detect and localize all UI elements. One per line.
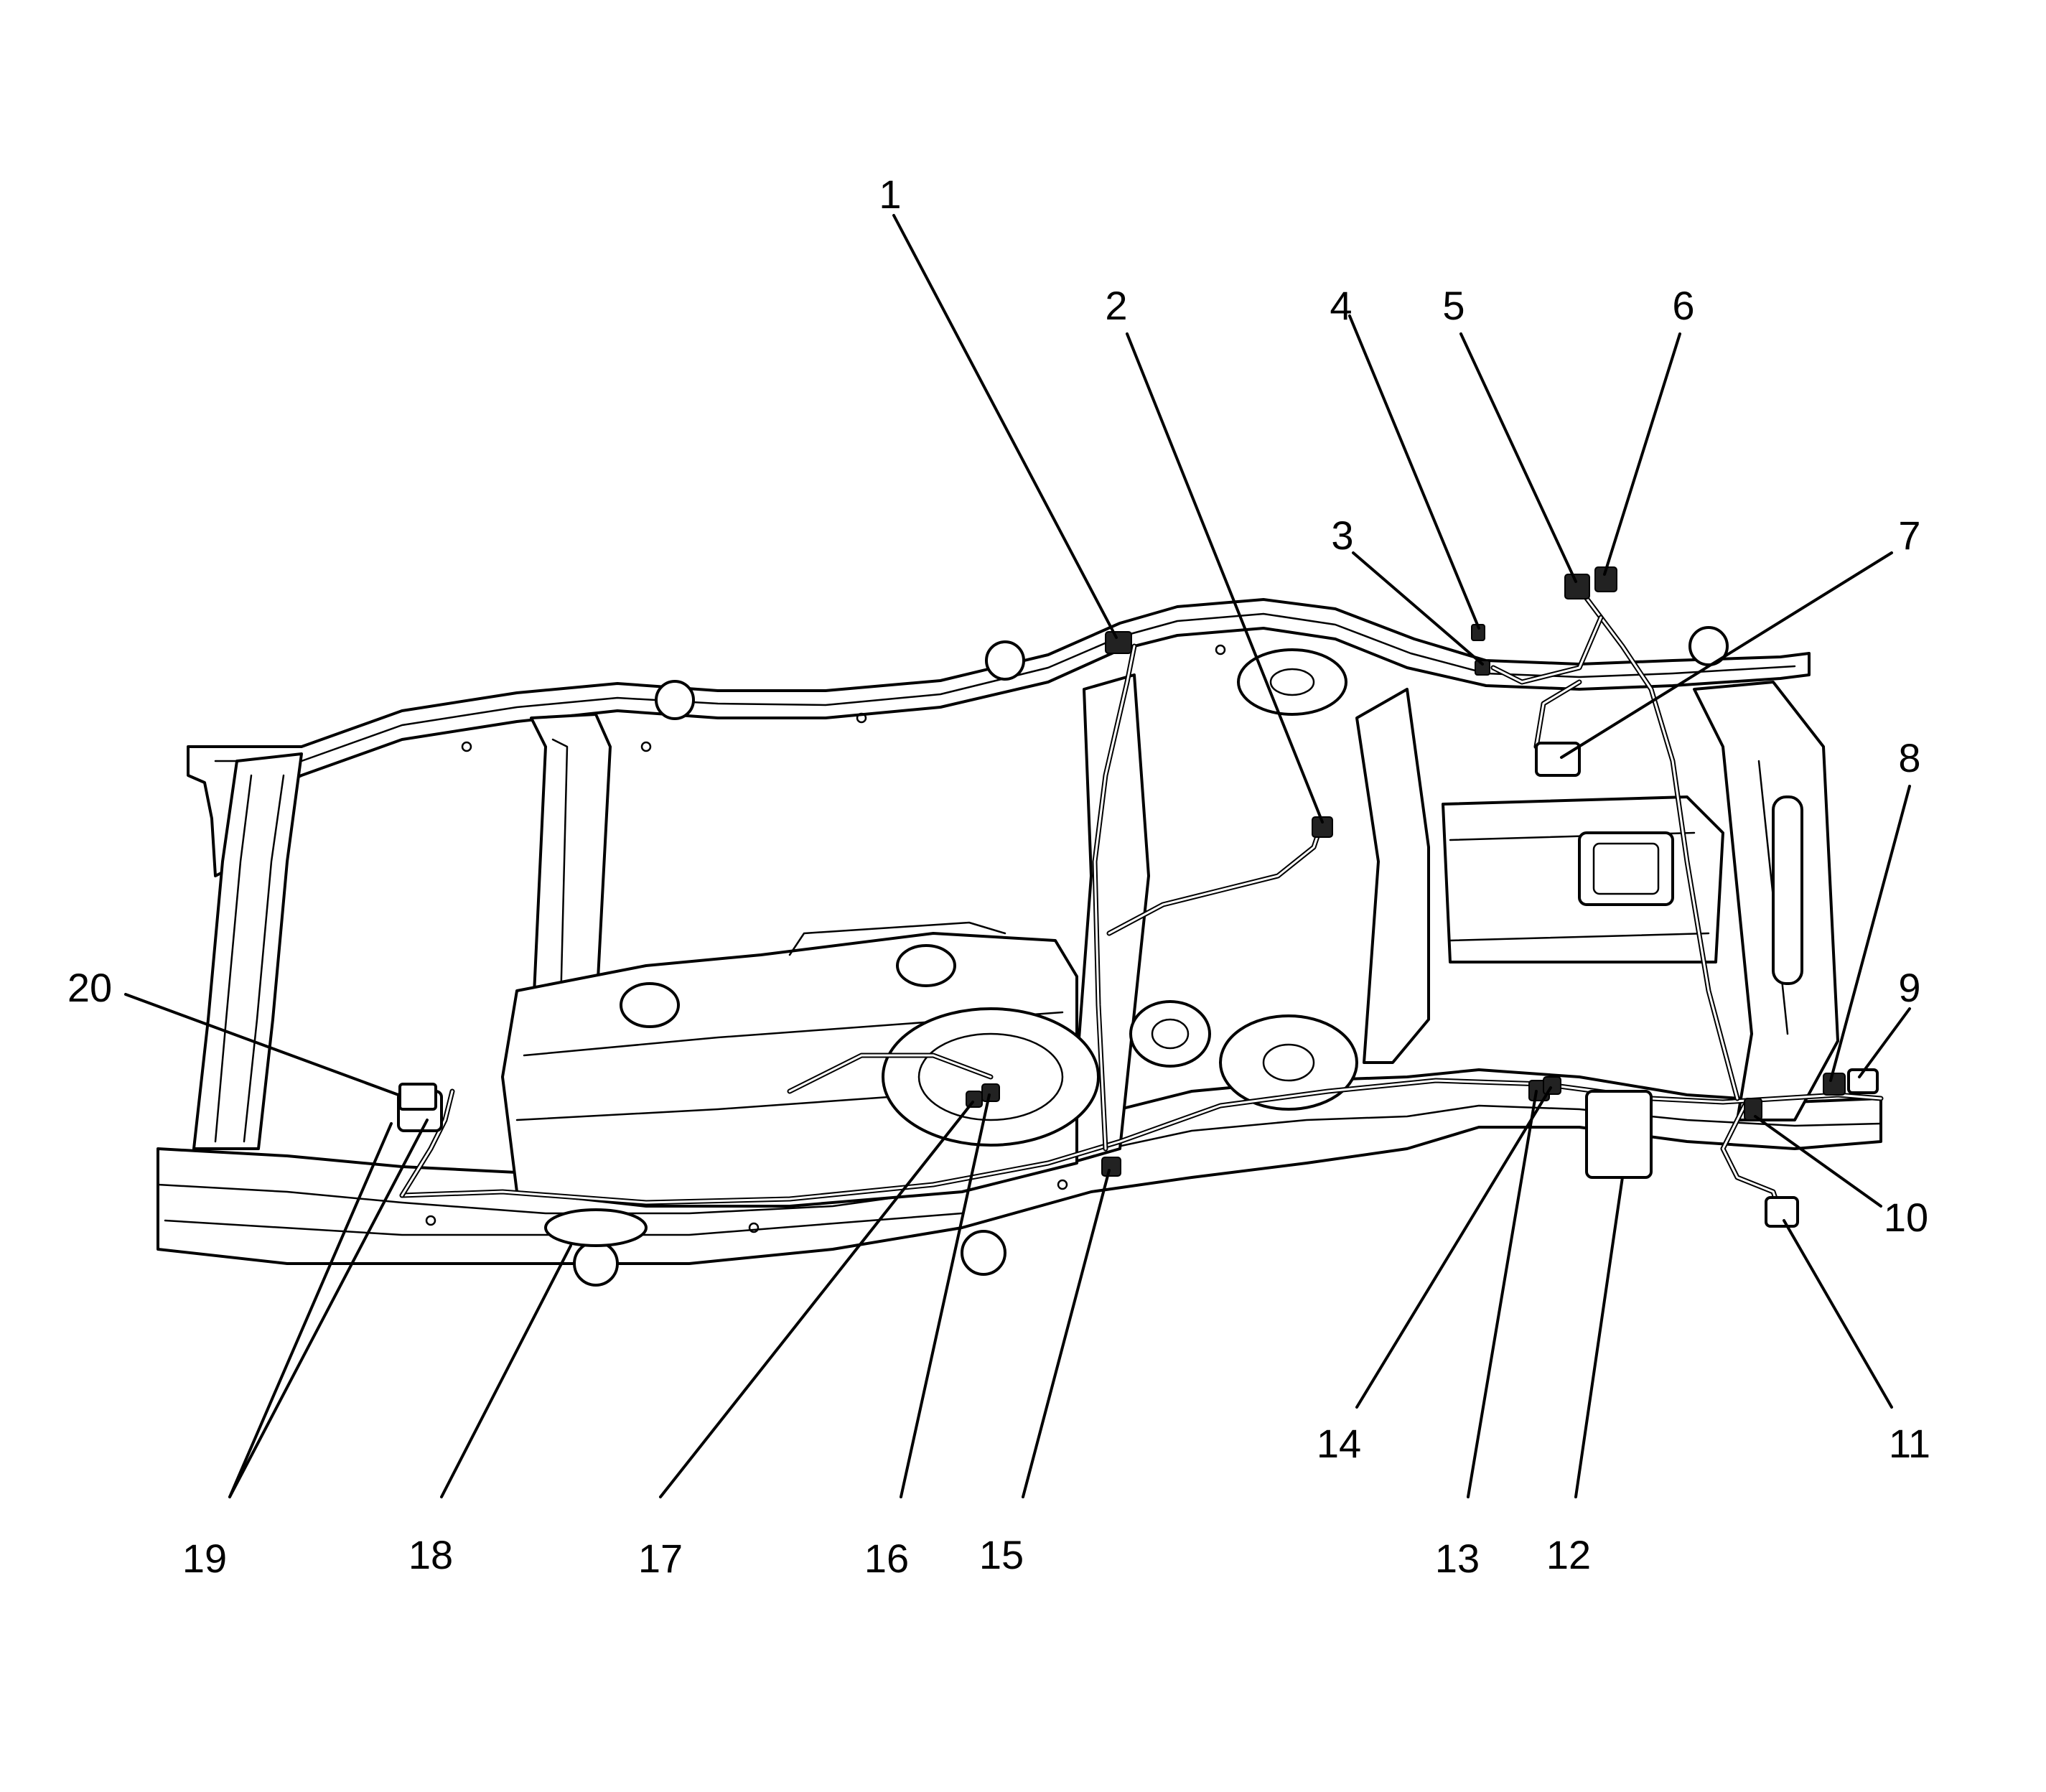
harness-components — [397, 566, 1879, 1228]
connector-7 — [1535, 742, 1581, 777]
callout-17: 17 — [638, 1536, 683, 1581]
callout-5: 5 — [1442, 283, 1465, 328]
connector-2 — [1312, 816, 1333, 838]
callout-20: 20 — [67, 965, 112, 1010]
leader-15 — [1022, 1169, 1111, 1498]
module-12 — [1585, 1090, 1653, 1179]
leader-7 — [1560, 551, 1893, 759]
connector-1 — [1105, 631, 1132, 654]
callout-8: 8 — [1898, 735, 1920, 780]
leader-18 — [440, 1244, 572, 1498]
connector-5 — [1564, 574, 1590, 599]
connector-10 — [1744, 1098, 1762, 1121]
connector-8 — [1823, 1073, 1846, 1096]
callout-9: 9 — [1898, 965, 1920, 1010]
leader-3 — [1352, 551, 1484, 666]
leader-14 — [1355, 1086, 1552, 1409]
callout-labels: 1 2 3 4 5 6 7 8 9 10 11 12 13 14 15 16 1… — [67, 172, 1930, 1581]
leader-1 — [892, 214, 1118, 639]
callout-4: 4 — [1330, 283, 1352, 328]
leader-6 — [1603, 332, 1681, 576]
leader-8 — [1829, 785, 1911, 1082]
leader-9 — [1858, 1007, 1911, 1078]
callout-1: 1 — [879, 172, 901, 217]
fuel-tank — [501, 921, 1100, 1208]
connector-17 — [966, 1091, 983, 1108]
callout-14: 14 — [1317, 1421, 1361, 1466]
connector-3 — [1475, 660, 1490, 676]
component-20 — [398, 1083, 437, 1111]
callout-10: 10 — [1884, 1195, 1928, 1240]
leader-5 — [1459, 332, 1577, 583]
callout-18: 18 — [408, 1532, 453, 1577]
leader-19a — [228, 1122, 393, 1498]
callout-2: 2 — [1105, 283, 1127, 328]
callout-3: 3 — [1331, 513, 1353, 558]
leader-19b — [228, 1119, 429, 1498]
leader-13 — [1467, 1090, 1538, 1498]
connector-15 — [1101, 1157, 1121, 1177]
leader-12 — [1574, 1176, 1624, 1498]
leader-11 — [1783, 1219, 1893, 1409]
leader-10 — [1754, 1115, 1882, 1208]
callout-7: 7 — [1898, 513, 1920, 558]
leader-17 — [659, 1101, 974, 1498]
leader-20 — [124, 993, 400, 1096]
callout-15: 15 — [979, 1532, 1024, 1577]
connector-16 — [981, 1083, 1000, 1102]
connector-14 — [1543, 1076, 1561, 1095]
leader-4 — [1348, 314, 1480, 630]
leader-lines — [124, 214, 1911, 1498]
leader-16 — [900, 1093, 991, 1498]
callout-13: 13 — [1435, 1536, 1480, 1581]
callout-11: 11 — [1889, 1421, 1930, 1466]
leader-2 — [1126, 332, 1324, 823]
callout-19: 19 — [182, 1536, 227, 1581]
callout-16: 16 — [864, 1536, 909, 1581]
callout-12: 12 — [1546, 1532, 1591, 1577]
callout-6: 6 — [1672, 283, 1694, 328]
connector-11 — [1765, 1196, 1799, 1228]
